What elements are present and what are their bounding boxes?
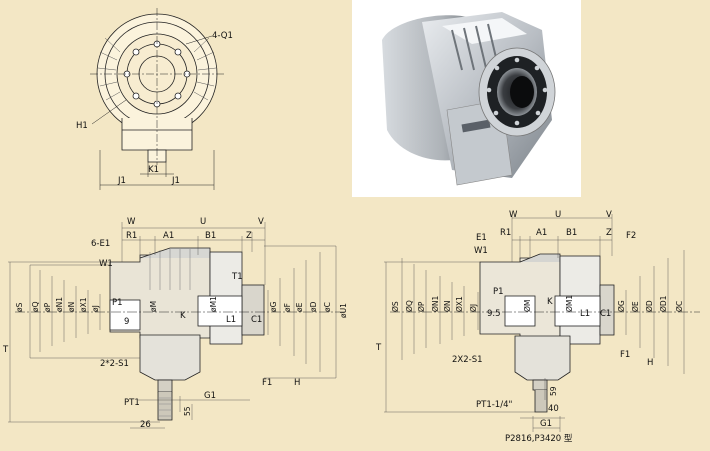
label-k: K [547,297,553,307]
label-f1: F1 [620,350,630,360]
section-right-labels: W U V E1 R1 A1 B1 Z F2 W1 P1 ØS ØQ ØP ØN… [375,210,684,444]
label-phi-x1: ØX1 [455,296,464,312]
label-nine: 9 [124,317,129,327]
label-r1: R1 [126,231,137,241]
label-a1: A1 [163,231,174,241]
label-k: K [180,311,186,321]
label-phi-n1: øN1 [55,297,64,312]
label-f2: F2 [626,231,636,241]
label-2x2-s1: 2*2-S1 [100,359,129,369]
label-phi-g: øG [269,301,278,312]
front-view [90,8,224,190]
label-phi-n: ØN [443,300,452,312]
front-view-labels: 4-Q1 H1 K1 J1 J1 [76,31,233,186]
label-pt1: PT1 [124,398,140,408]
label-phi-n1: ØN1 [431,295,440,312]
hydraulic-cylinder-photo [382,12,556,186]
label-p1: P1 [493,287,504,297]
label-b1: B1 [205,231,216,241]
label-f1: F1 [262,378,272,388]
label-t1: T1 [231,272,243,282]
label-l1: L1 [580,309,590,319]
label-g1: G1 [540,419,552,429]
label-26: 26 [140,420,151,430]
label-phi-s: ØS [391,301,400,312]
label-phi-s: øS [15,302,24,312]
label-4-q1: 4-Q1 [212,31,233,41]
label-r1: R1 [500,228,511,238]
label-phi-m1: ØM1 [565,295,574,312]
label-v: V [258,217,264,227]
label-g1: G1 [204,391,216,401]
label-c1: C1 [251,315,262,325]
label-z: Z [246,231,252,241]
section-left-labels: W U V R1 A1 B1 Z 6-E1 W1 T1 P1 9 øS øQ ø… [2,217,348,430]
product-photo-panel [352,0,581,197]
label-phi-p: ØP [417,301,426,312]
label-e1: E1 [476,233,487,243]
label-w: W [127,217,136,227]
label-u: U [200,217,206,227]
label-v: V [606,210,612,220]
label-phi-c: ØC [675,301,684,312]
label-phi-e: øE [295,302,304,312]
label-phi-j: øJ [91,305,100,312]
label-phi-n: øN [67,302,76,312]
label-phi-f: øF [283,303,292,312]
section-view-right [384,214,700,432]
label-40: 40 [548,404,559,414]
label-phi-d: øD [309,301,318,312]
label-phi-m1: øM1 [209,296,218,312]
label-u: U [555,210,561,220]
label-phi-q: ØQ [405,300,414,312]
label-t: T [2,345,9,355]
label-phi-d: ØD [645,300,654,312]
label-phi-g: ØG [617,300,626,312]
label-phi-m: ØM [523,300,532,312]
label-phi-q: øQ [31,301,40,312]
label-phi-e: ØE [631,301,640,312]
label-a1: A1 [536,228,547,238]
label-k1: K1 [148,165,159,175]
label-phi-x1: øX1 [79,297,88,312]
label-w1: W1 [99,259,113,269]
label-6-e1: 6-E1 [91,239,110,249]
label-h: H [294,378,300,388]
label-phi-j: ØJ [469,304,478,312]
section-view-left [8,222,345,429]
label-pt1-1-4: PT1-1/4" [476,400,512,410]
label-9-5: 9.5 [487,309,501,319]
model-caption: P2816,P3420 型 [505,434,573,444]
label-p1: P1 [112,298,123,308]
label-phi-p: øP [43,302,52,312]
label-h: H [647,358,653,368]
label-phi-u1: øU1 [339,303,348,318]
label-l1: L1 [226,315,236,325]
label-phi-d1: ØD1 [659,295,668,312]
label-j1-left: J1 [117,176,126,186]
label-w1: W1 [474,246,488,256]
label-j1-right: J1 [171,176,180,186]
label-59: 59 [549,386,558,396]
label-w: W [509,210,518,220]
label-2x2-s1: 2X2-S1 [452,355,483,365]
label-h1: H1 [76,121,88,131]
label-b1: B1 [566,228,577,238]
label-t: T [375,343,382,353]
label-55: 55 [183,406,192,416]
label-z: Z [606,228,612,238]
label-phi-c: øC [323,302,332,312]
label-c1: C1 [600,309,611,319]
label-phi-m: øM [149,301,158,312]
